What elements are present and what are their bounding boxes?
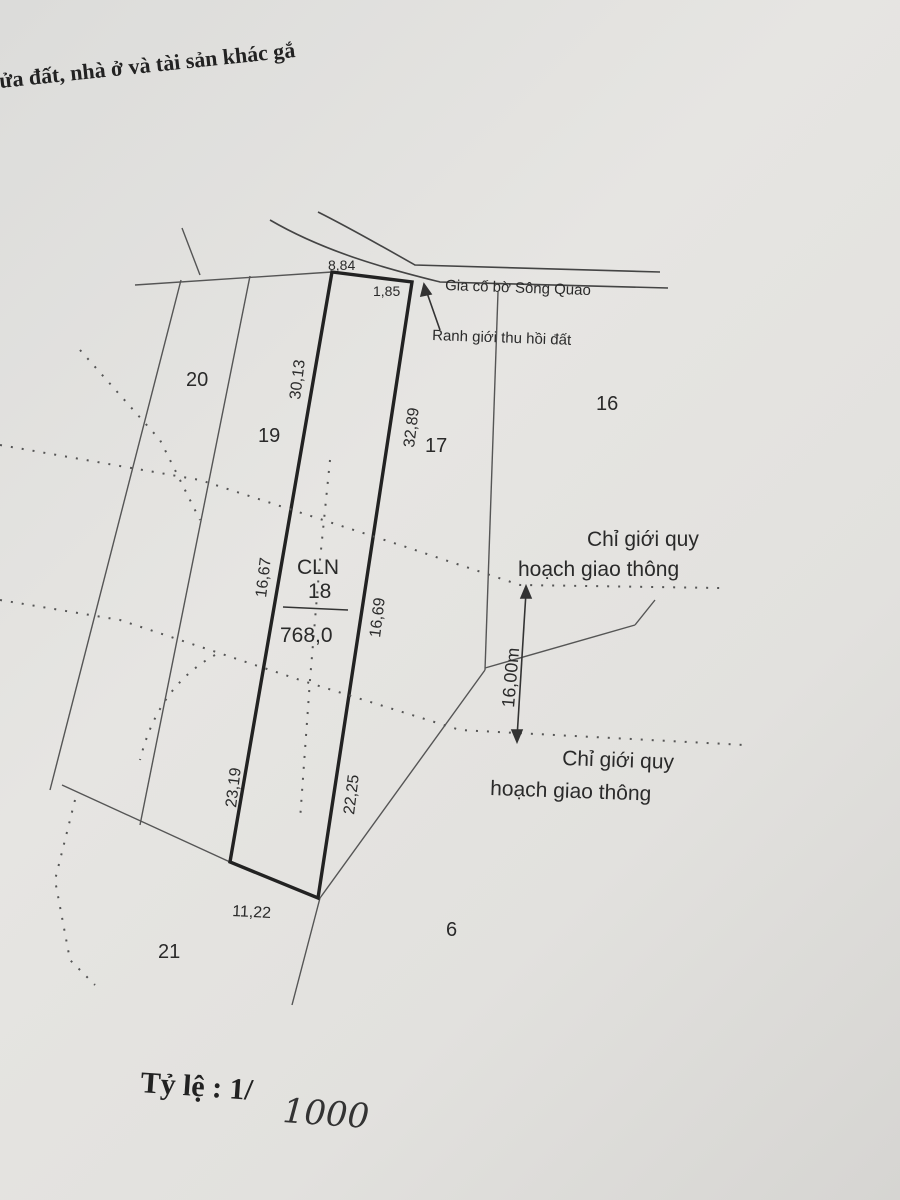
parcel-fraction-bar [282, 606, 349, 611]
dimension-top: 8,84 [328, 257, 355, 273]
annotation-river: Gia cố bờ Sông Quao [445, 277, 591, 299]
dimension-right-middle: 16,69 [367, 597, 389, 639]
parcel-number: 18 [308, 580, 331, 603]
neighbor-parcel-16: 16 [596, 393, 618, 415]
dimension-left-lower: 23,19 [223, 767, 245, 809]
annotation-boundary1-line1: Chỉ giới quy [587, 528, 699, 551]
neighbor-parcel-19: 19 [258, 425, 280, 447]
header-text: ửa đất, nhà ở và tài sản khác gắ [0, 37, 296, 93]
parcel-18-outline [228, 270, 414, 901]
parcel-area: 768,0 [280, 624, 333, 647]
planning-boundary-lines [0, 349, 746, 986]
neighbor-parcel-20: 20 [186, 369, 208, 391]
annotation-recovery: Ranh giới thu hồi đất [432, 327, 572, 349]
river-lines [269, 211, 669, 289]
neighbor-parcel-17: 17 [425, 435, 447, 457]
dimension-bottom: 11,22 [232, 903, 272, 922]
parcel-land-type: CLN [297, 556, 339, 579]
annotation-boundary2-line2: hoạch giao thông [490, 777, 652, 806]
dimension-right-upper: 32,89 [401, 407, 423, 449]
dimension-left-middle: 16,67 [253, 557, 275, 599]
dimension-left-upper: 30,13 [287, 359, 309, 401]
corridor-arrow [510, 583, 533, 745]
annotation-boundary1-line2: hoạch giao thông [518, 558, 679, 581]
neighbor-parcel-6: 6 [446, 919, 457, 941]
recovery-pointer-arrow [419, 282, 441, 331]
scale-label: Tỷ lệ : 1/ [140, 1066, 255, 1107]
dimension-top-right: 1,85 [373, 283, 400, 299]
parcel-boundaries [49, 227, 656, 1006]
dimension-right-lower: 22,25 [341, 774, 363, 816]
scale-value: 1000 [281, 1091, 370, 1137]
annotation-boundary2-line1: Chỉ giới quy [562, 747, 675, 774]
neighbor-parcel-21: 21 [158, 941, 180, 963]
